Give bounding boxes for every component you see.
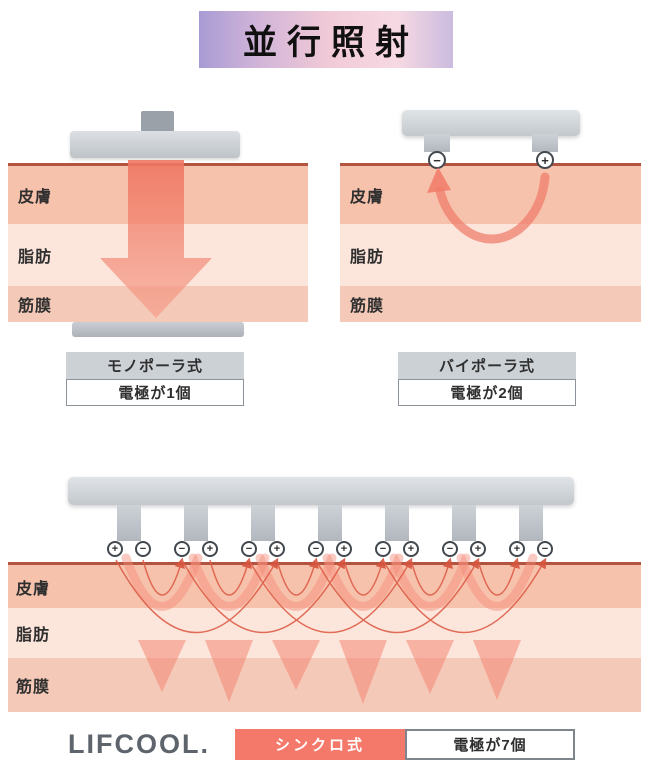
monopolar-device-tab	[141, 111, 174, 133]
synchro-electrode-leg-7	[519, 505, 543, 541]
bipolar-skin-layer	[340, 166, 641, 224]
electrode-polarity-icon: −	[241, 541, 257, 557]
page-title: 並行照射	[243, 25, 419, 62]
electrode-polarity-icon: −	[537, 541, 553, 557]
electrode-polarity-icon: −	[174, 541, 190, 557]
synchro-electrode-leg-6	[452, 505, 476, 541]
synchro-skin-label: 皮膚	[16, 580, 51, 598]
monopolar-fascia-layer	[8, 286, 308, 322]
synchro-fascia-layer	[8, 658, 641, 712]
bipolar-plus-electrode-icon: +	[536, 151, 554, 169]
electrode-polarity-icon: −	[442, 541, 458, 557]
synchro-device-head	[68, 477, 574, 505]
bipolar-skin-surface-line	[340, 163, 641, 166]
bipolar-count-caption: 電極が2個	[398, 379, 576, 406]
bipolar-name-caption: バイポーラ式	[398, 352, 576, 379]
monopolar-skin-label: 皮膚	[18, 189, 53, 206]
bipolar-fat-layer	[340, 224, 641, 286]
electrode-polarity-icon: +	[202, 541, 218, 557]
brand-logo: LIFCOOL.	[68, 728, 210, 759]
bipolar-fascia-layer	[340, 286, 641, 322]
monopolar-fat-layer	[8, 224, 308, 286]
electrode-polarity-icon: −	[135, 541, 151, 557]
synchro-skin-layer	[8, 565, 641, 608]
title-banner: 並行照射	[199, 11, 453, 68]
electrode-polarity-icon: +	[470, 541, 486, 557]
monopolar-device-head	[70, 131, 240, 158]
bipolar-fat-label: 脂肪	[350, 249, 385, 266]
synchro-electrode-leg-2	[184, 505, 208, 541]
synchro-count-caption: 電極が7個	[405, 729, 575, 760]
bipolar-left-electrode-leg	[424, 134, 450, 152]
synchro-electrode-leg-4	[318, 505, 342, 541]
bipolar-device-head	[402, 110, 580, 136]
electrode-polarity-icon: +	[269, 541, 285, 557]
synchro-electrode-leg-5	[385, 505, 409, 541]
electrode-polarity-icon: +	[509, 541, 525, 557]
synchro-fascia-label: 筋膜	[16, 679, 51, 696]
synchro-electrode-leg-1	[117, 505, 141, 541]
synchro-fat-label: 脂肪	[16, 627, 51, 644]
monopolar-count-caption: 電極が1個	[66, 379, 244, 406]
bipolar-fascia-label: 筋膜	[350, 298, 385, 315]
electrode-polarity-icon: −	[308, 541, 324, 557]
bipolar-skin-label: 皮膚	[350, 189, 385, 206]
synchro-fat-layer	[8, 608, 641, 658]
synchro-electrode-leg-3	[251, 505, 275, 541]
electrode-polarity-icon: −	[375, 541, 391, 557]
monopolar-fat-label: 脂肪	[18, 249, 53, 266]
monopolar-return-plate	[72, 322, 244, 337]
electrode-polarity-icon: +	[336, 541, 352, 557]
electrode-polarity-icon: +	[403, 541, 419, 557]
monopolar-fascia-label: 筋膜	[18, 298, 53, 315]
monopolar-name-caption: モノポーラ式	[66, 352, 244, 379]
monopolar-skin-layer	[8, 166, 308, 224]
bipolar-minus-electrode-icon: −	[428, 151, 446, 169]
bipolar-right-electrode-leg	[532, 134, 558, 152]
synchro-name-caption: シンクロ式	[235, 729, 405, 760]
electrode-polarity-icon: +	[107, 541, 123, 557]
